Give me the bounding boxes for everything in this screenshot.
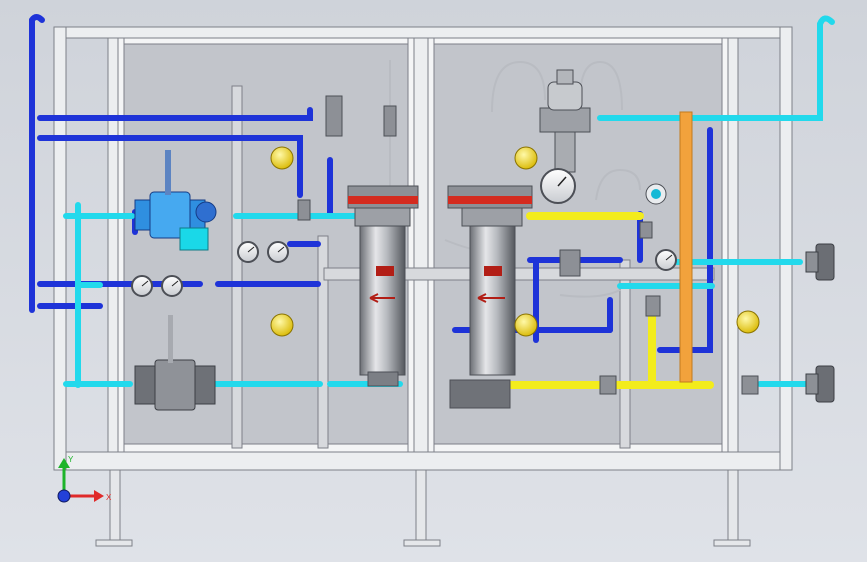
- pressure-gauge-yellow[interactable]: [270, 313, 294, 337]
- filter-vessel-left[interactable]: [347, 185, 419, 387]
- pressure-gauge-yellow[interactable]: [514, 313, 538, 337]
- pipe-fittings[interactable]: [297, 95, 759, 395]
- pressure-gauge[interactable]: [131, 275, 153, 297]
- outlet-flange-lower[interactable]: [805, 365, 835, 403]
- orange-pipe[interactable]: [679, 111, 693, 383]
- support-legs[interactable]: [95, 469, 751, 547]
- pressure-gauge-yellow[interactable]: [736, 310, 760, 334]
- filter-vessel-right[interactable]: [447, 185, 533, 409]
- triad-y-label: Y: [68, 455, 74, 464]
- pressure-gauge[interactable]: [161, 275, 183, 297]
- pressure-regulator[interactable]: [539, 69, 591, 173]
- coordinate-triad-icon: Y X: [57, 455, 112, 503]
- pressure-gauge-yellow[interactable]: [270, 146, 294, 170]
- pressure-gauge[interactable]: [267, 241, 289, 263]
- pressure-gauge-yellow[interactable]: [514, 146, 538, 170]
- internal-columns[interactable]: [231, 85, 715, 449]
- triad-x-label: X: [106, 493, 112, 502]
- ball-valve-blue[interactable]: [134, 150, 217, 251]
- outlet-flange-upper[interactable]: [805, 243, 835, 281]
- ball-valve-grey[interactable]: [134, 315, 216, 411]
- flow-transmitter[interactable]: [645, 183, 667, 205]
- pressure-gauge[interactable]: [237, 241, 259, 263]
- pressure-gauge[interactable]: [540, 168, 576, 204]
- pressure-gauge[interactable]: [655, 249, 677, 271]
